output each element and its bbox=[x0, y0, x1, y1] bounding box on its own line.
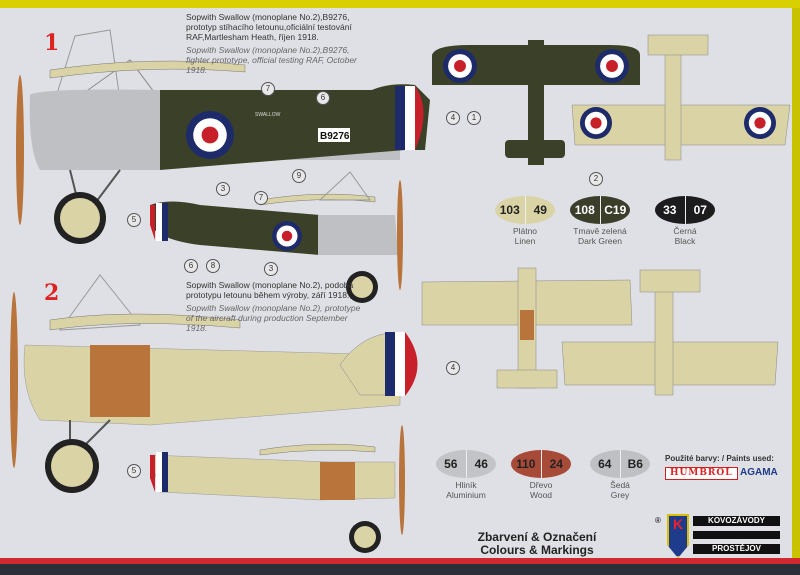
callout: 5 bbox=[127, 213, 141, 227]
brand-top: KOVOZÁVODY bbox=[693, 516, 780, 526]
dark-edge bbox=[0, 564, 800, 575]
callout: 2 bbox=[589, 172, 603, 186]
profile1-bottom-view bbox=[571, 34, 791, 161]
registered-mark: ® bbox=[655, 516, 661, 525]
callout: 3 bbox=[264, 262, 278, 276]
color-name-en: Black bbox=[674, 236, 696, 246]
humbrol-code: 64 bbox=[590, 450, 621, 478]
profile1-description: Sopwith Swallow (monoplane No.2),B9276, … bbox=[186, 12, 364, 75]
humbrol-code: 33 bbox=[655, 196, 686, 224]
humbrol-code: 56 bbox=[436, 450, 467, 478]
humbrol-code: 110 bbox=[511, 450, 542, 478]
color-name-cz: Černá bbox=[673, 226, 697, 236]
paints-used-label: Použité barvy: / Paints used: bbox=[665, 454, 774, 463]
color-name-en: Grey bbox=[610, 490, 630, 500]
profile2-small-view bbox=[149, 425, 405, 553]
shield-icon: K bbox=[667, 514, 689, 558]
profile2-description-en: Sopwith Swallow (monoplane No.2), protot… bbox=[186, 303, 361, 333]
profile2-marker: 2 bbox=[44, 280, 60, 306]
profile2-side-view bbox=[10, 274, 418, 493]
title-en: Colours & Markings bbox=[480, 543, 594, 557]
profile1-side-view: B9276 bbox=[16, 29, 430, 244]
agama-code: 46 bbox=[474, 457, 488, 471]
agama-code: B6 bbox=[627, 457, 643, 471]
callout: 7 bbox=[254, 191, 268, 205]
agama-code: C19 bbox=[604, 203, 627, 217]
agama-code: 49 bbox=[533, 203, 547, 217]
color-name-cz: Šedá bbox=[610, 480, 630, 490]
profile1-description-en: Sopwith Swallow (monoplane No.2),B9276, … bbox=[186, 45, 357, 75]
profile1-small-view bbox=[150, 171, 403, 303]
color-name-cz: Dřevo bbox=[529, 480, 553, 490]
fuselage-name: SWALLOW bbox=[255, 112, 281, 118]
agama-logo: AGAMA bbox=[740, 467, 778, 478]
profile1-marker: 1 bbox=[44, 30, 60, 56]
profile1-top-view bbox=[432, 40, 640, 165]
profile2-description-cz: Sopwith Swallow (monoplane No.2), podoba… bbox=[186, 280, 354, 300]
color-name-en: Wood bbox=[529, 490, 553, 500]
title-cz: Zbarvení & Označení bbox=[477, 530, 597, 544]
callout: 9 bbox=[292, 169, 306, 183]
callout: 6 bbox=[316, 91, 330, 105]
color-name-cz: Tmavě zelená bbox=[573, 226, 627, 236]
color-name-en: Linen bbox=[514, 236, 536, 246]
callout: 1 bbox=[467, 111, 481, 125]
humbrol-code: 103 bbox=[495, 196, 526, 224]
serial-b9276: B9276 bbox=[320, 131, 350, 142]
kovozavody-logo: ® K KOVOZÁVODY PROSTĚJOV bbox=[655, 514, 780, 558]
agama-code: 07 bbox=[693, 203, 707, 217]
logo-bar bbox=[693, 531, 780, 539]
color-name-cz: Plátno bbox=[512, 226, 538, 236]
callout: 4 bbox=[446, 361, 460, 375]
callout: 3 bbox=[216, 182, 230, 196]
brand-bottom: PROSTĚJOV bbox=[693, 544, 780, 554]
humbrol-logo: HUMBROL bbox=[665, 467, 738, 480]
profile1-description-cz: Sopwith Swallow (monoplane No.2),B9276, … bbox=[186, 12, 352, 42]
callout: 4 bbox=[446, 111, 460, 125]
yellow-border bbox=[0, 0, 800, 8]
callout: 7 bbox=[261, 82, 275, 96]
callout: 5 bbox=[127, 464, 141, 478]
color-name-cz: Hliník bbox=[455, 480, 477, 490]
profile2-top-views bbox=[421, 267, 779, 396]
callout: 6 bbox=[184, 259, 198, 273]
agama-code: 24 bbox=[549, 457, 563, 471]
humbrol-code: 108 bbox=[570, 196, 601, 224]
color-name-en: Aluminium bbox=[446, 490, 486, 500]
profile2-description: Sopwith Swallow (monoplane No.2), podoba… bbox=[186, 280, 364, 333]
red-stripe bbox=[0, 558, 800, 564]
callout: 8 bbox=[206, 259, 220, 273]
color-name-en: Dark Green bbox=[578, 236, 622, 246]
